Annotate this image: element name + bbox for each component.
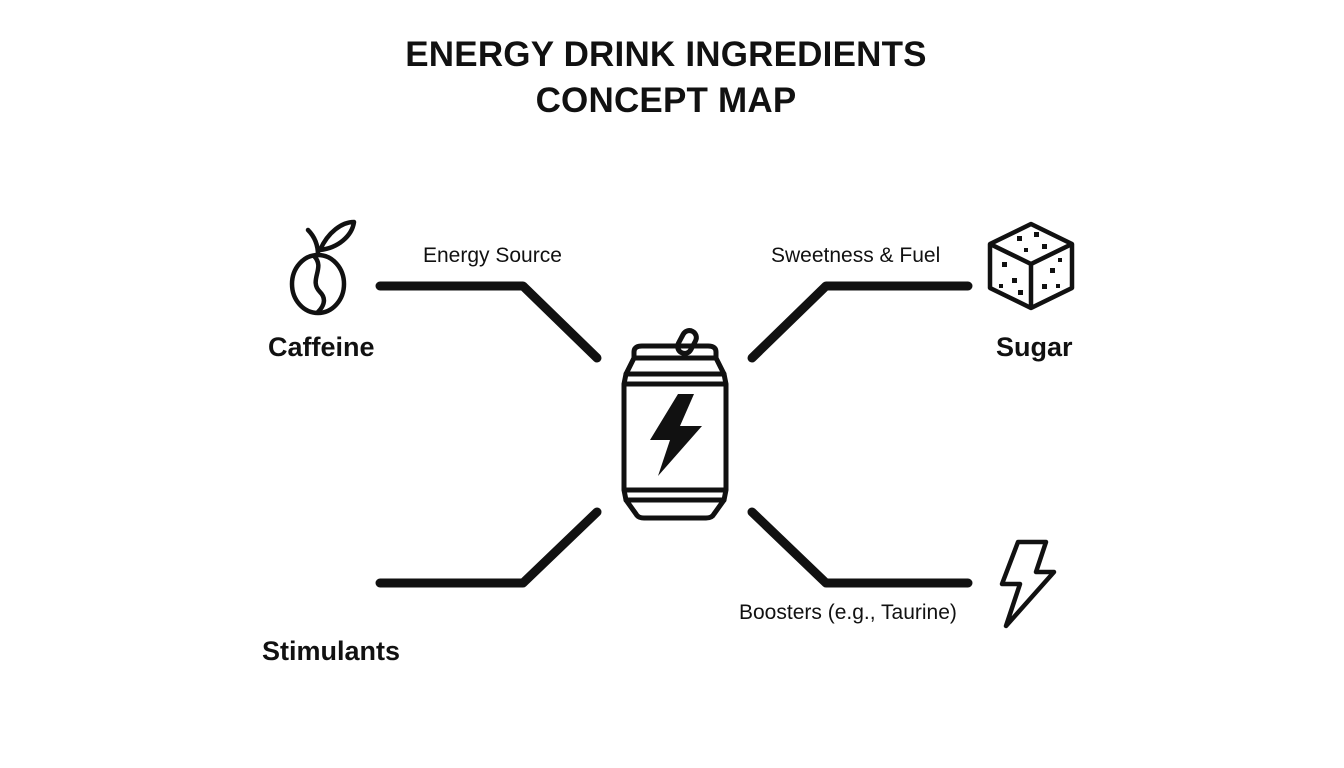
connector-caffeine [375, 281, 602, 363]
lightning-bolt-icon [999, 539, 1057, 629]
edge-label-sweetness-fuel: Sweetness & Fuel [771, 244, 941, 267]
node-label-caffeine: Caffeine [268, 332, 375, 362]
coffee-bean-icon [289, 219, 357, 316]
edge-label-energy-source: Energy Source [423, 244, 562, 267]
title-line-2: CONCEPT MAP [535, 81, 797, 120]
energy-drink-can-icon [621, 328, 729, 521]
node-label-sugar: Sugar [996, 332, 1073, 362]
edge-label-boosters: Boosters (e.g., Taurine) [739, 601, 957, 624]
node-label-stimulants: Stimulants [262, 636, 401, 666]
sugar-cube-icon [987, 221, 1075, 311]
connector-stimulants [375, 507, 602, 588]
connector-sugar [747, 281, 973, 363]
connector-boosters [747, 507, 973, 588]
page-title: ENERGY DRINK INGREDIENTS CONCEPT MAP [0, 32, 1332, 124]
title-line-1: ENERGY DRINK INGREDIENTS [405, 35, 927, 74]
